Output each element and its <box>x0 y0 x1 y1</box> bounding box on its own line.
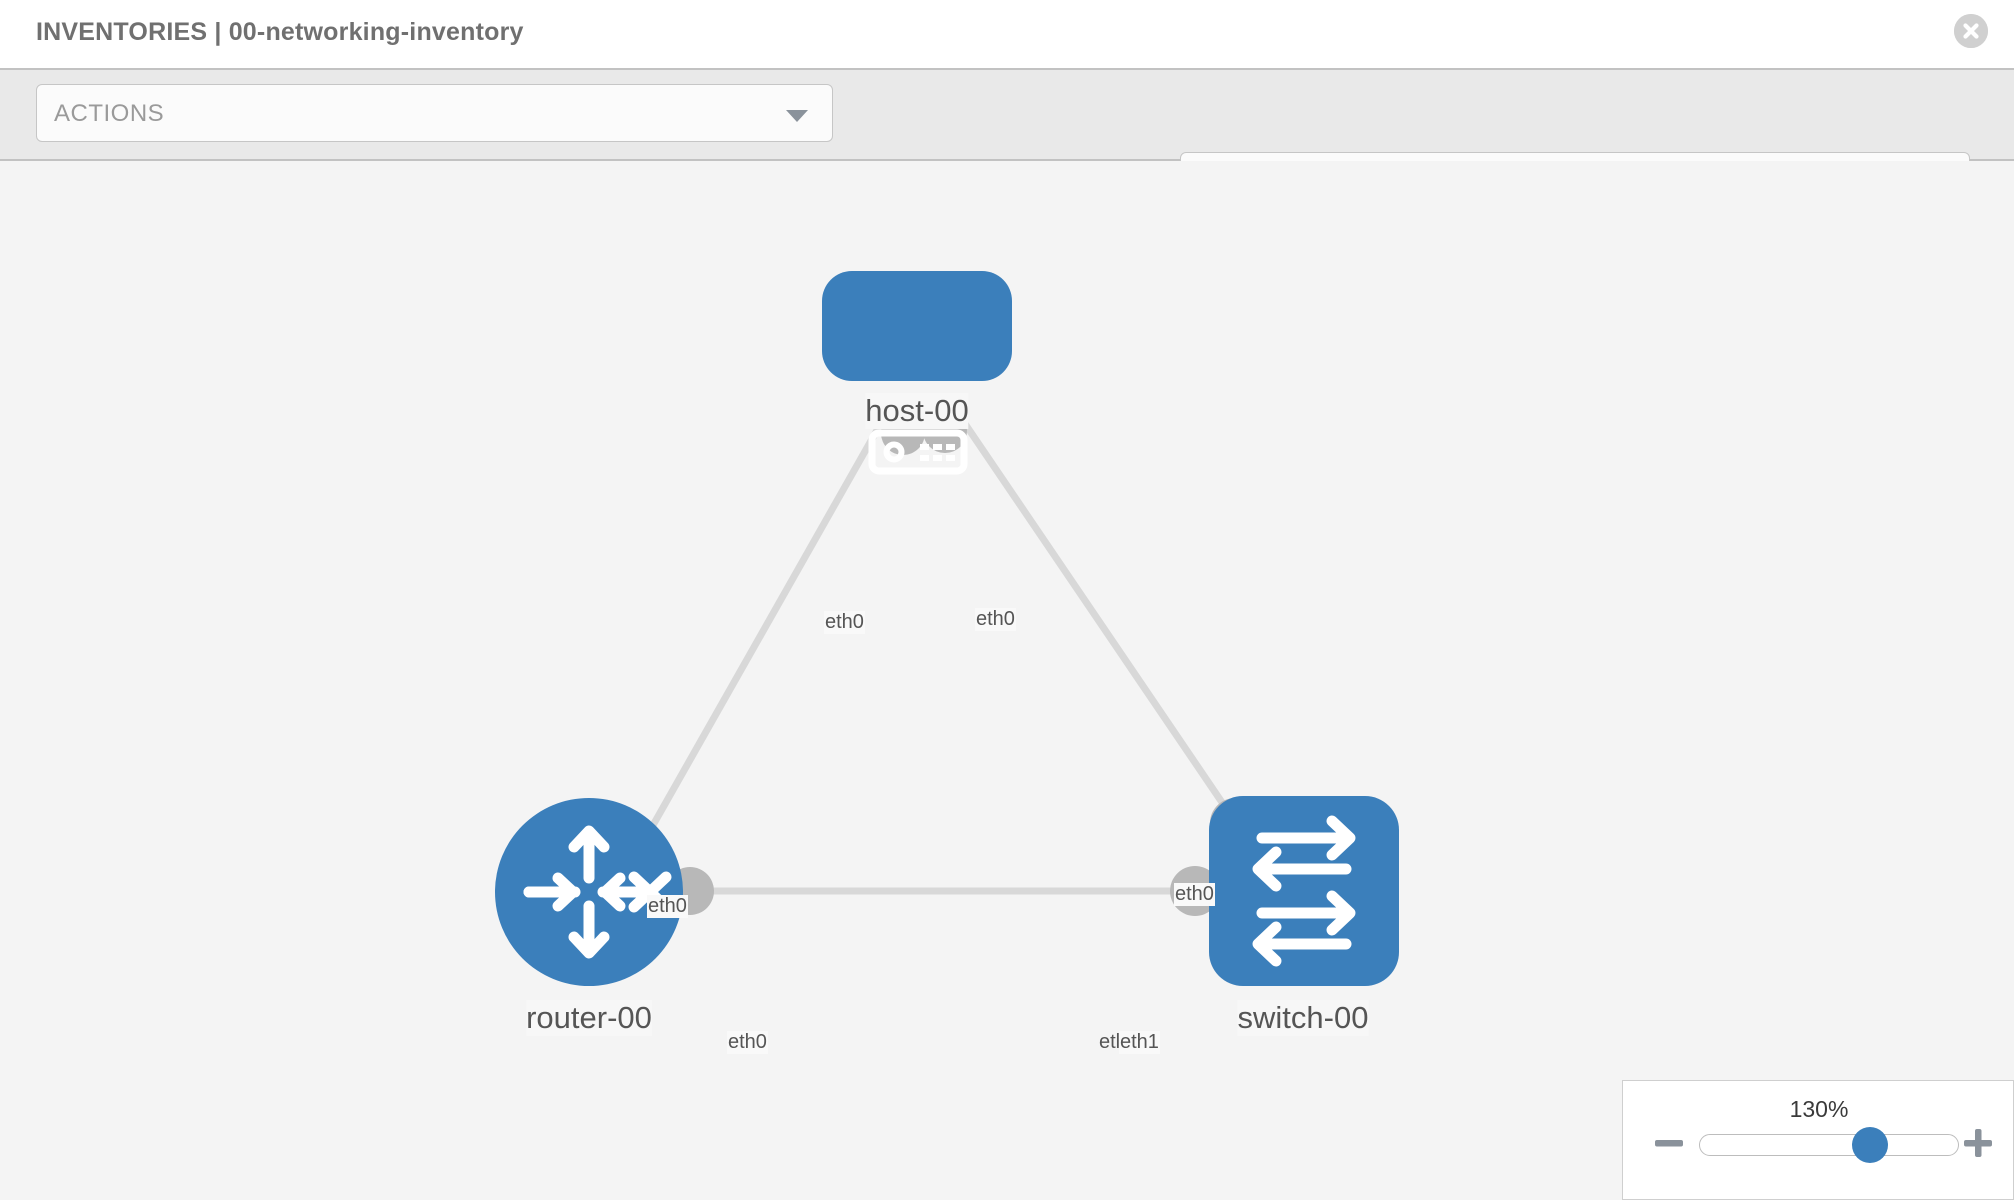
minus-icon[interactable] <box>1653 1127 1685 1159</box>
edge-label-switch00-eth1: eth1 <box>1119 1031 1160 1054</box>
zoom-control-panel: 130% <box>1622 1080 2014 1200</box>
topology-connectors <box>666 409 1260 916</box>
zoom-percent-label: 130% <box>1789 1096 1849 1122</box>
node-label-host-00: host-00 <box>865 393 969 429</box>
edge-label-switch00-upper: eth0 <box>1174 883 1215 906</box>
zoom-slider-track[interactable] <box>1699 1134 1959 1156</box>
link-host00-switch00[interactable] <box>952 407 1258 853</box>
topology-graph <box>495 271 1399 986</box>
toolbar: ACTIONS SEARCH <box>0 68 2014 210</box>
page-title: INVENTORIES | 00-networking-inventory <box>36 18 524 46</box>
node-host-00[interactable] <box>822 271 1012 475</box>
zoom-slider-thumb[interactable] <box>1852 1127 1888 1163</box>
topology-links <box>627 407 1258 895</box>
actions-dropdown-label: ACTIONS <box>54 100 165 127</box>
switch-arrows-icon <box>1252 815 1356 967</box>
node-router-00[interactable] <box>495 798 683 986</box>
edge-label-switch00-overlap: etl <box>1099 1031 1121 1053</box>
node-switch-00[interactable] <box>1209 796 1399 986</box>
actions-dropdown[interactable]: ACTIONS <box>36 84 833 142</box>
plus-icon[interactable] <box>1962 1127 1994 1159</box>
link-host00-router00[interactable] <box>627 407 893 866</box>
close-icon[interactable] <box>1954 14 1988 48</box>
edge-label-host00-right: eth0 <box>975 608 1016 631</box>
node-label-switch-00: switch-00 <box>1237 1000 1369 1036</box>
server-icon <box>868 429 968 475</box>
edge-label-router00-eth0: eth0 <box>727 1031 768 1054</box>
router-arrows-icon <box>523 825 672 959</box>
window-header: INVENTORIES | 00-networking-inventory <box>0 0 2014 68</box>
topology-canvas[interactable]: host-00 router-00 switch-00 eth0 eth0 et… <box>0 161 2014 1200</box>
edge-label-router00-upper: eth0 <box>647 895 688 918</box>
node-label-router-00: router-00 <box>526 1000 652 1036</box>
edge-label-host00-left: eth0 <box>824 611 865 634</box>
chevron-down-icon <box>786 110 808 122</box>
